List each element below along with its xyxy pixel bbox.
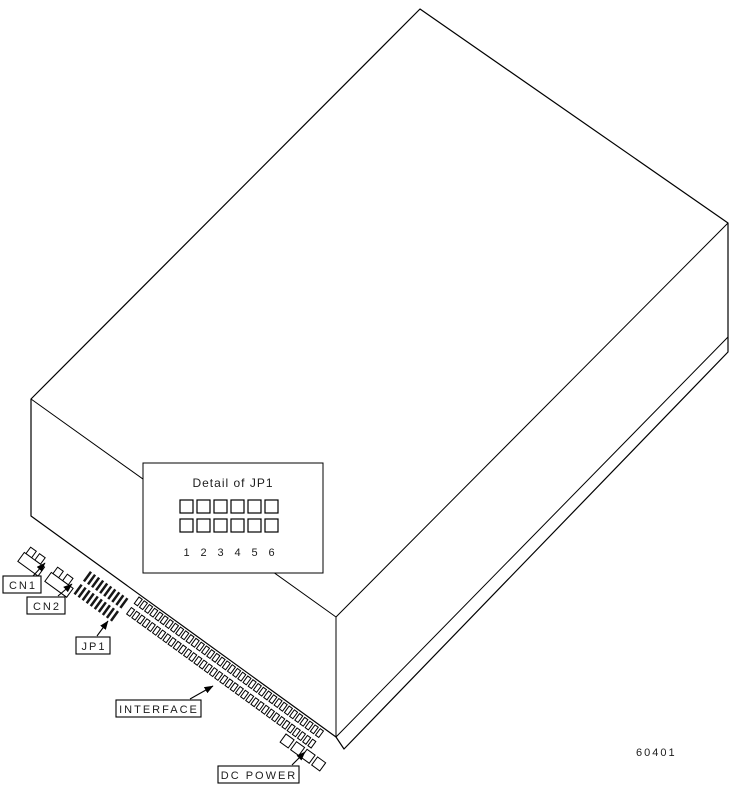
- dc-power-leader-arrow: [291, 751, 306, 766]
- interface-label-box: [115, 699, 202, 718]
- pin-number-6: 6: [268, 547, 274, 559]
- jp1-label-box: [75, 636, 111, 655]
- jp1-leader-arrow: [96, 620, 109, 637]
- jp1-detail-frame: [142, 462, 324, 574]
- jp1-detail-pin-grid: [179, 499, 279, 533]
- dc-power-connector: [279, 733, 327, 772]
- pin-number-3: 3: [217, 547, 223, 559]
- interface-leader-arrow: [189, 685, 214, 700]
- cn2-label-box: [26, 596, 66, 615]
- pin-number-4: 4: [234, 547, 240, 559]
- dc-power-callout: DC POWER: [217, 751, 306, 784]
- interface-label: INTERFACE: [119, 704, 199, 716]
- cn1-leader-arrow: [32, 562, 46, 577]
- cn1-label: CN1: [9, 580, 37, 592]
- interface-callout: INTERFACE: [115, 685, 214, 718]
- cn2-leader-arrow: [57, 583, 73, 597]
- interface-connector: [125, 596, 325, 749]
- cn2-label: CN2: [33, 601, 61, 613]
- jp1-detail-inset: Detail of JP1 1 2 3 4 5: [142, 462, 324, 574]
- drive-enclosure-outline: [30, 8, 729, 750]
- dc-power-label-box: [217, 765, 300, 784]
- cn1-connector: [17, 546, 46, 577]
- jp1-pins: [73, 571, 129, 622]
- cn1-label-box: [2, 575, 42, 594]
- pin-number-5: 5: [251, 547, 257, 559]
- dc-power-label: DC POWER: [221, 770, 298, 782]
- jp1-detail-pin-numbers: 1 2 3 4 5 6: [183, 547, 274, 559]
- enclosure-silhouette: [30, 8, 729, 750]
- jp1-jumper-block: [73, 571, 129, 622]
- dc-power-pins: [279, 733, 327, 772]
- jp1-label: JP1: [82, 641, 107, 653]
- pin-number-2: 2: [200, 547, 206, 559]
- cn2-callout: CN2: [26, 583, 73, 615]
- cn1-callout: CN1: [2, 562, 46, 594]
- figure-part-number: 60401: [636, 747, 677, 759]
- interface-pins: [125, 596, 325, 749]
- jp1-detail-title: Detail of JP1: [192, 476, 273, 490]
- pin-number-1: 1: [183, 547, 189, 559]
- jp1-callout: JP1: [75, 620, 111, 655]
